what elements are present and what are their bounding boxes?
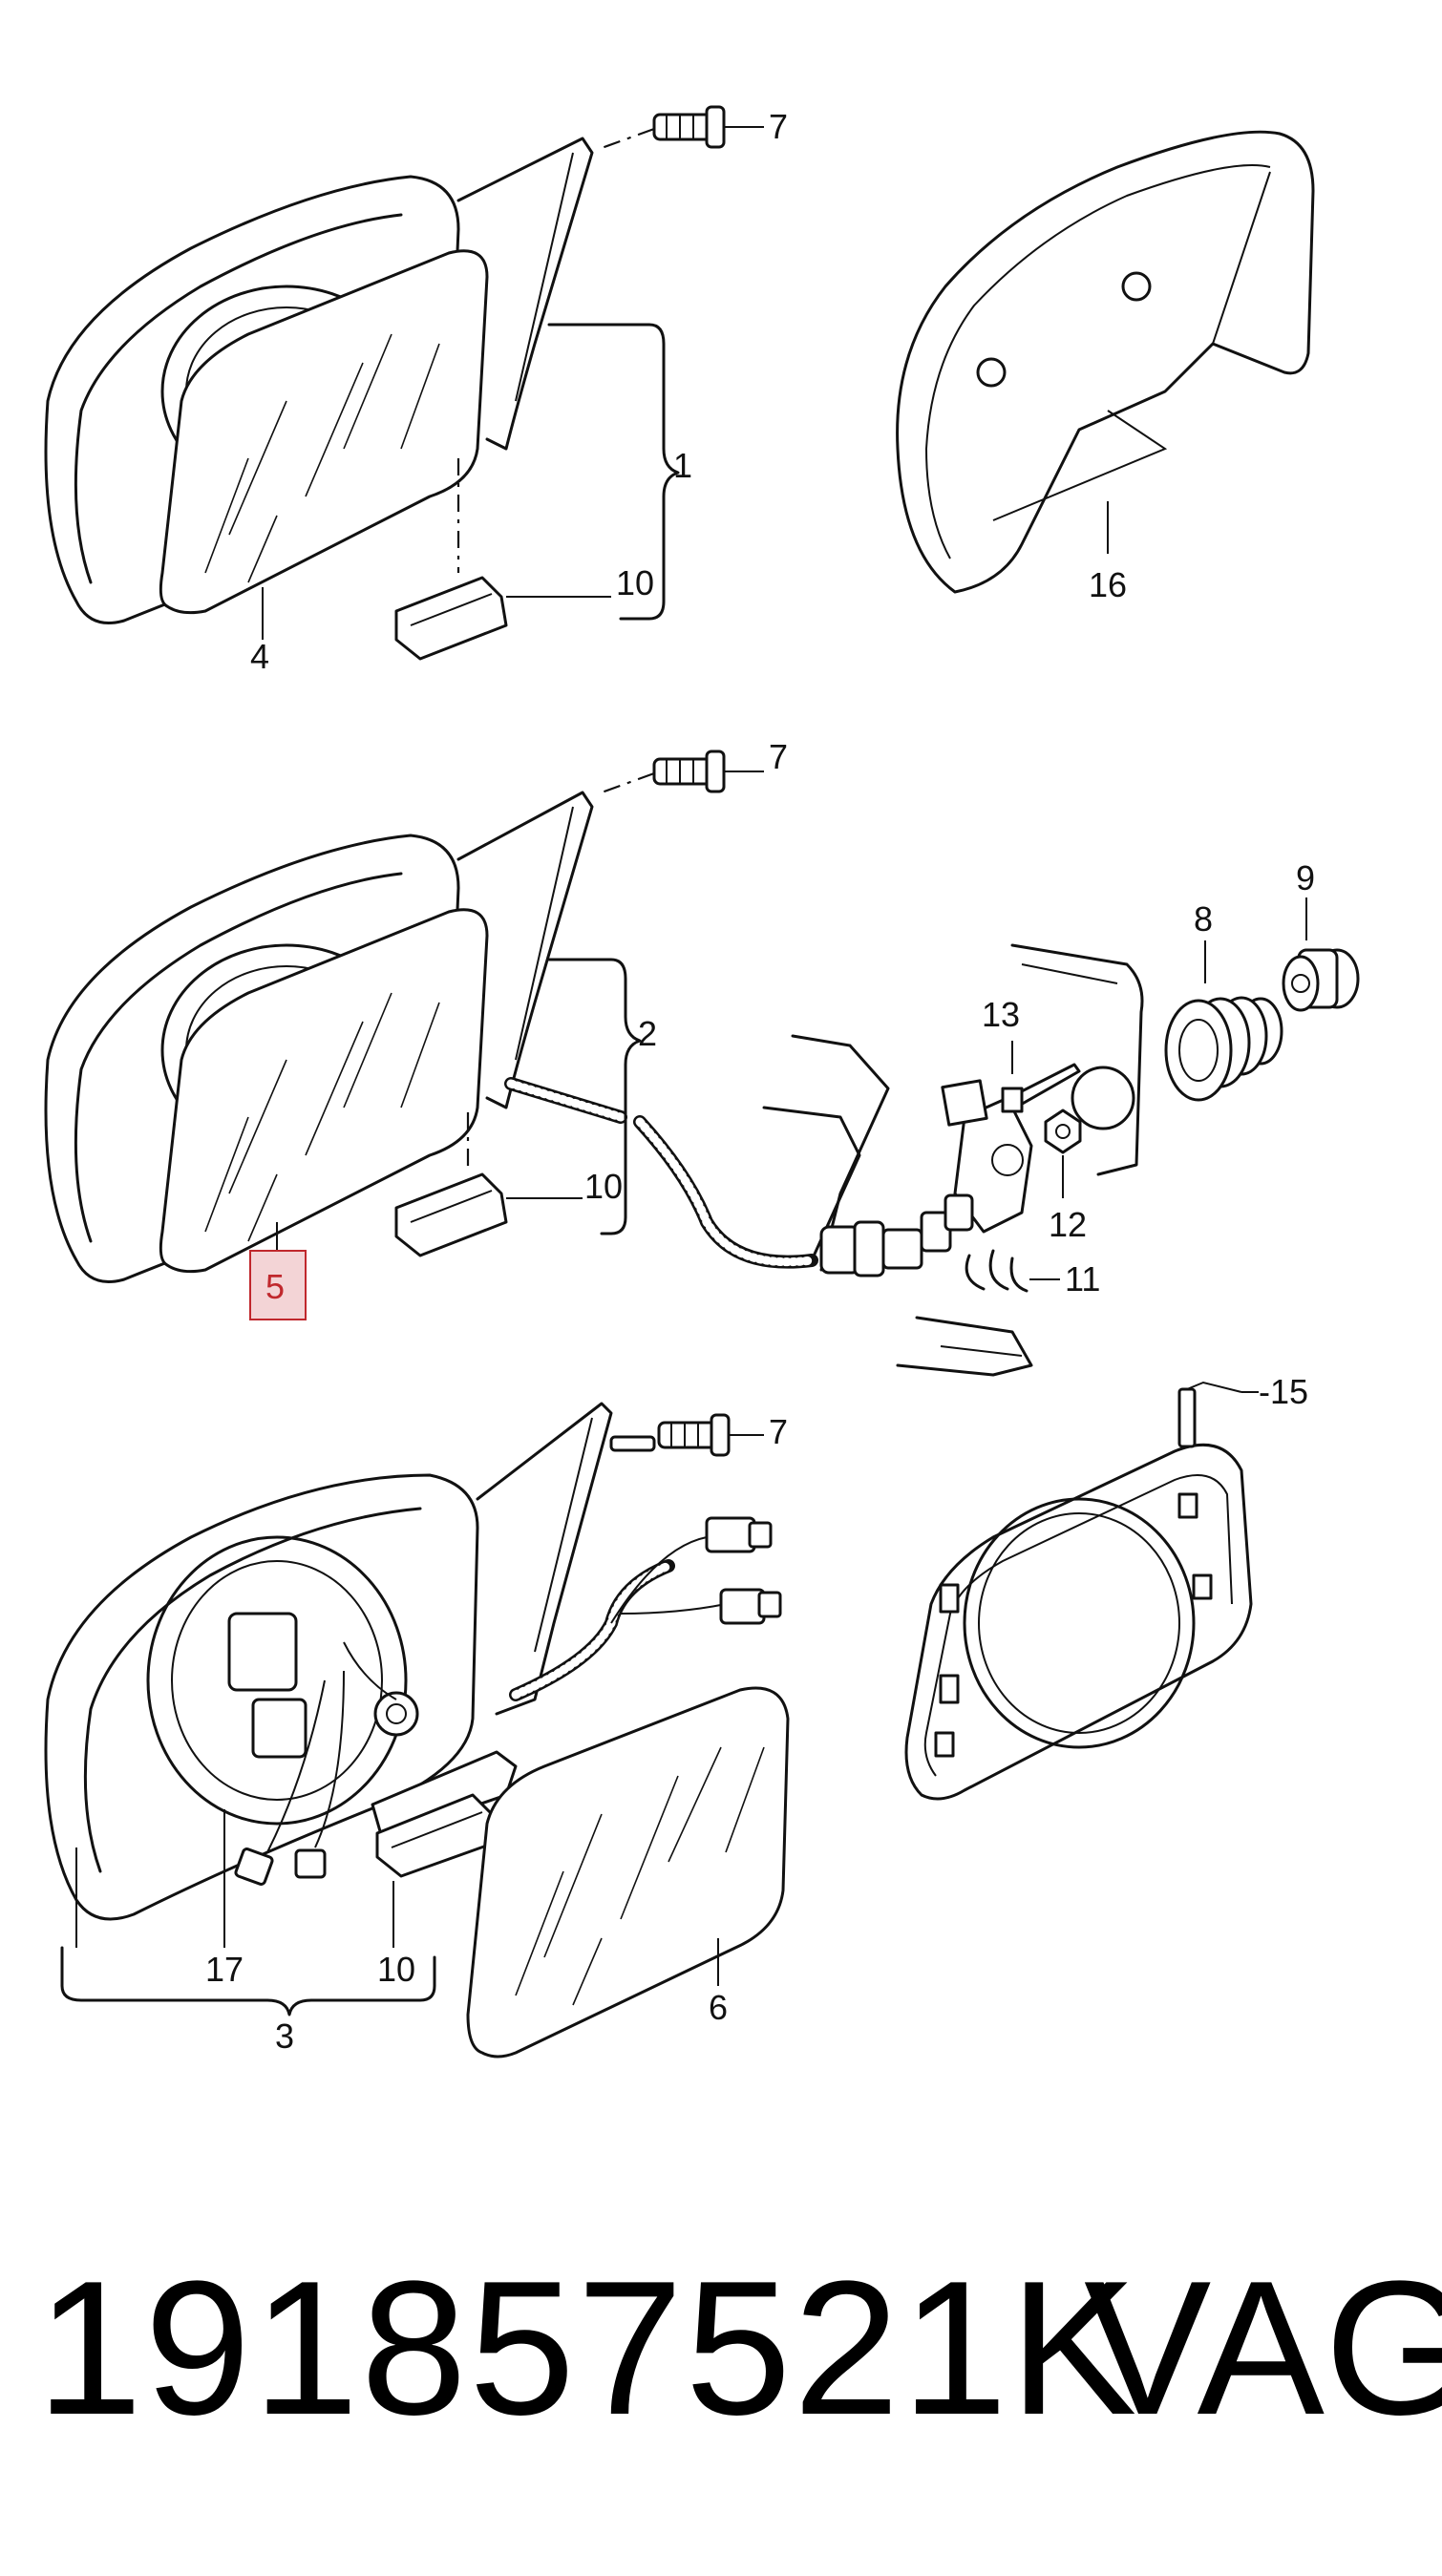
mirror-glass-6: [466, 1686, 790, 2059]
part-number: 191857521K: [36, 2242, 1139, 2455]
nut-12: [1044, 1109, 1082, 1198]
clip-10b: [394, 1112, 583, 1257]
label-11: 11: [1065, 1259, 1100, 1299]
mirror-assembly-2: [44, 750, 764, 1283]
screw-7b: [601, 750, 764, 794]
glass-carrier-frame: [904, 1381, 1259, 1801]
label-5: 5: [265, 1267, 285, 1306]
label-10a: 10: [616, 563, 654, 602]
label-17: 17: [205, 1950, 244, 1989]
label-16: 16: [1089, 565, 1127, 604]
brand-name: VAG: [1084, 2242, 1442, 2455]
label-7a: 7: [769, 107, 788, 146]
label-9: 9: [1296, 858, 1315, 897]
label-5-highlight: 5: [249, 1222, 307, 1320]
label-8: 8: [1194, 899, 1213, 939]
clip-10a: [394, 458, 611, 661]
label-10c: 10: [377, 1950, 415, 1989]
grommet-8: [1164, 940, 1283, 1102]
spring-clip-11: [965, 1249, 1060, 1293]
label-7c: 7: [769, 1412, 788, 1451]
label-2: 2: [638, 1014, 657, 1053]
label-13: 13: [982, 995, 1020, 1034]
screw-7a: [601, 105, 764, 150]
label-1: 1: [673, 446, 692, 485]
screw-7c: [609, 1413, 764, 1457]
label-15: -15: [1259, 1372, 1308, 1411]
cable-connector: [819, 1193, 974, 1277]
label-10b: 10: [584, 1167, 623, 1206]
label-3: 3: [275, 2016, 294, 2056]
mirror-cover-16: [896, 130, 1315, 594]
mirror-assembly-3: [44, 1402, 782, 2016]
label-7b: 7: [769, 737, 788, 776]
pin-13: [941, 1041, 1081, 1127]
label-4: 4: [250, 637, 269, 676]
label-12: 12: [1049, 1205, 1087, 1244]
door-panel-fitting: [633, 943, 1144, 1377]
cap-9: [1282, 897, 1360, 1012]
mirror-assembly-1: [44, 105, 764, 661]
label-6: 6: [709, 1988, 728, 2027]
